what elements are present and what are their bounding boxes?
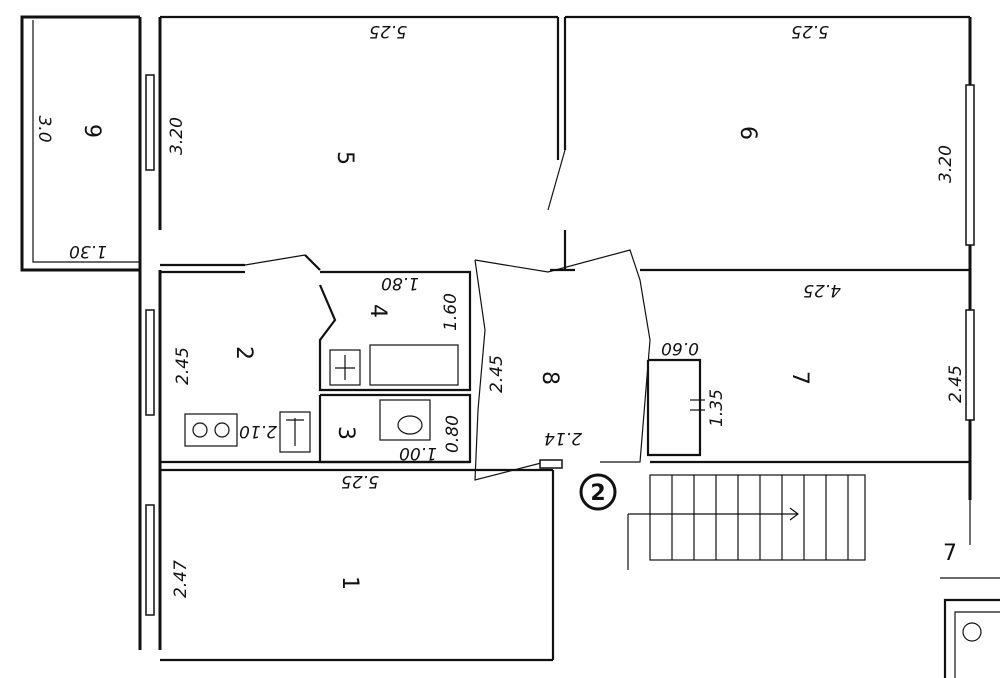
dim-hall-depth: 2.45 (487, 355, 507, 393)
room-label-1: 1 (337, 576, 362, 590)
hallway-walls (474, 249, 651, 481)
dim-balcony-width: 1.30 (69, 241, 107, 261)
room2-walls (160, 270, 470, 464)
room4-bathroom (318, 270, 472, 392)
entrance-door[interactable] (539, 459, 563, 469)
room-label-7: 7 (787, 371, 812, 385)
room-label-8: 8 (537, 371, 562, 385)
room7-walls (646, 309, 975, 464)
edge-mark: 7 (943, 541, 957, 566)
left-wall (138, 17, 162, 650)
room-label-2: 2 (231, 346, 256, 360)
dim-room7-depth: 2.45 (946, 365, 966, 403)
dim-room6-width: 5.25 (791, 21, 829, 41)
dim-room5-width: 5.25 (369, 21, 407, 41)
window-room5 (145, 74, 155, 171)
dim-closet-width: 0.60 (661, 338, 699, 358)
balcony-outline (20, 15, 140, 272)
room-label-4: 4 (365, 304, 390, 318)
dim-room7-width: 4.25 (803, 280, 841, 300)
neighbour-fragment (940, 577, 1000, 678)
room1-walls (160, 468, 555, 662)
dim-room3-width: 1.00 (399, 443, 437, 463)
window-room6 (965, 84, 975, 246)
dim-room1-depth: 2.47 (171, 560, 191, 598)
dim-room6-depth: 3.20 (936, 145, 956, 183)
dim-room2-depth: 2.45 (173, 347, 193, 385)
window-room2 (145, 309, 155, 416)
dim-closet-depth: 1.35 (707, 389, 727, 427)
dim-room1-width: 5.25 (341, 471, 379, 491)
dim-hall-width: 2.14 (544, 428, 582, 448)
dim-room5-depth: 3.20 (167, 117, 187, 155)
dim-room4-depth: 1.60 (441, 293, 461, 331)
staircase (627, 474, 971, 570)
room-label-3: 3 (333, 426, 358, 440)
dim-room2-kitchen: 2.10 (239, 421, 277, 441)
room-label-5: 5 (332, 151, 357, 165)
room6-walls (547, 15, 975, 500)
window-room7 (965, 309, 975, 421)
room-label-6: 6 (735, 126, 760, 140)
dim-room4-width: 1.80 (381, 273, 419, 293)
dim-balcony-depth: 3.0 (34, 115, 54, 142)
dim-room3-depth: 0.80 (443, 415, 463, 453)
room5-walls (160, 15, 560, 271)
circled-marker-number: 2 (590, 481, 605, 506)
room-label-9: 9 (79, 124, 104, 138)
circled-marker: 2 (579, 473, 617, 511)
window-room1 (145, 504, 155, 616)
room3-toilet (318, 393, 472, 464)
